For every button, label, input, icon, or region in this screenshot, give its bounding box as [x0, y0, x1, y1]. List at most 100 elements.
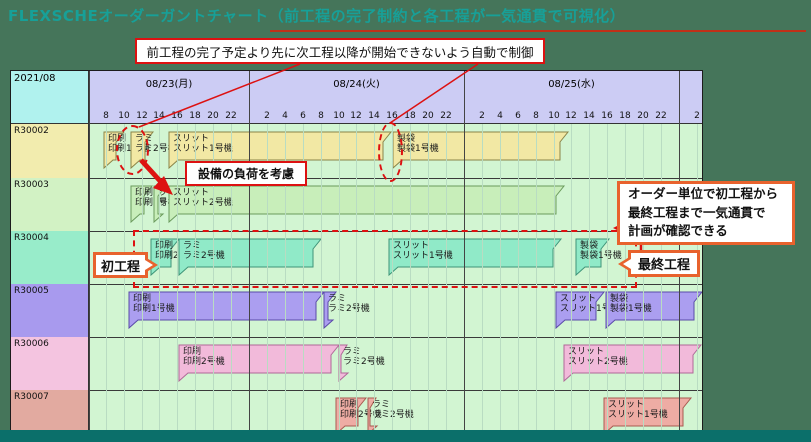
hour-gridline: [159, 124, 160, 430]
tick-label: 12: [350, 111, 362, 121]
row-header-R30004[interactable]: R30004: [11, 231, 89, 284]
label-last-process: 最終工程: [618, 250, 700, 277]
hour-gridline: [589, 124, 590, 430]
tick-label: 8: [318, 111, 324, 121]
tick-label: 14: [368, 111, 380, 121]
operation-bar-R30006-スリット[interactable]: スリットスリット2号機: [563, 344, 702, 383]
hour-gridline: [482, 124, 483, 430]
label-last-process-text: 最終工程: [637, 258, 690, 273]
row-header-R30005[interactable]: R30005: [11, 284, 89, 337]
row-header-R30002[interactable]: R30002: [11, 124, 89, 178]
hour-gridline: [410, 124, 411, 430]
operation-bar-label: スリットスリット1号機: [608, 400, 668, 420]
operation-bar-label: ラミラミ2号機: [343, 347, 385, 367]
tick-label: 4: [282, 111, 288, 121]
operation-bar-label: スリットスリット2号機: [173, 188, 233, 208]
operation-bar-R30007-スリット[interactable]: スリットスリット1号機: [603, 397, 693, 430]
tick-label: 22: [440, 111, 452, 121]
hour-gridline: [446, 124, 447, 430]
hour-gridline: [285, 124, 286, 430]
label-first-process: 初工程: [93, 252, 158, 278]
label-first-process-text: 初工程: [100, 259, 140, 275]
operation-bar-label: スリットスリット1号機: [173, 134, 233, 154]
tick-label: 20: [207, 111, 219, 121]
operation-bar-R30005-製袋[interactable]: 製袋製袋1号機: [605, 291, 702, 330]
day-label-1: 08/24(火): [333, 79, 380, 90]
hour-gridline: [643, 124, 644, 430]
tick-label: 14: [583, 111, 595, 121]
operation-bar-label: 製袋製袋1号機: [397, 134, 439, 154]
tick-label: 12: [565, 111, 577, 121]
hour-gridline: [267, 124, 268, 430]
tick-label: 20: [637, 111, 649, 121]
operation-bar-shape: [555, 291, 606, 330]
hour-gridline: [625, 124, 626, 430]
operation-bar-shape: [130, 185, 154, 224]
operation-bar-R30006-ラミ[interactable]: ラミラミ2号機: [338, 344, 385, 383]
operation-bar-label: 印刷印刷2号機: [155, 241, 197, 261]
hour-gridline: [661, 124, 662, 430]
hour-gridline: [518, 124, 519, 430]
row-header-R30006[interactable]: R30006: [11, 337, 89, 390]
operation-bar-R30003-スリット[interactable]: スリットスリット2号機: [168, 185, 566, 224]
tick-label: 12: [136, 111, 148, 121]
callout-order-span-line1: オーダー単位で初工程から: [628, 185, 779, 201]
day-boundary-line: [249, 71, 250, 430]
operation-bar-R30007-印刷[interactable]: 印刷印刷2号機: [335, 397, 382, 430]
operation-bar-R30002-製袋[interactable]: 製袋製袋1号機: [392, 131, 570, 170]
hour-gridline: [356, 124, 357, 430]
operation-bar-label: スリットスリット2号機: [568, 347, 628, 367]
tick-label: 8: [103, 111, 109, 121]
window-bottom-bar: [0, 430, 811, 442]
operation-bar-shape: [335, 397, 368, 430]
dashed-rect-order-span: [133, 230, 637, 288]
operation-bar-label: 印刷印刷2号機: [183, 347, 225, 367]
tick-label: 16: [601, 111, 613, 121]
hour-gridline: [213, 124, 214, 430]
hour-gridline: [392, 124, 393, 430]
tick-label: 16: [171, 111, 183, 121]
operation-bar-label: 製袋製袋1号機: [610, 294, 652, 314]
callout-order-span-line2: 最終工程まで一気通貫で: [628, 204, 766, 220]
hour-gridline: [374, 124, 375, 430]
operation-bar-label: 印刷印刷2号機: [340, 400, 382, 420]
tick-label: 14: [153, 111, 165, 121]
tick-label: 2: [264, 111, 270, 121]
tick-label: 18: [404, 111, 416, 121]
tick-label: 6: [515, 111, 521, 121]
tick-label: 18: [619, 111, 631, 121]
month-cell: 2021/08: [11, 71, 89, 124]
hour-gridline: [697, 124, 698, 430]
operation-bar-R30005-ラミ[interactable]: ラミラミ2号機: [323, 291, 370, 330]
operation-bar-R30006-印刷[interactable]: 印刷印刷2号機: [178, 344, 341, 383]
operation-bar-label: ラミラミ2号機: [183, 241, 225, 261]
tick-label: 4: [497, 111, 503, 121]
operation-bar-label: ラミラミ2号機: [328, 294, 370, 314]
callout-order-span-line3: 計画が確認できる: [628, 223, 728, 239]
hour-gridline: [500, 124, 501, 430]
tick-label: 10: [548, 111, 560, 121]
hour-gridline: [339, 124, 340, 430]
operation-bar-shape: [323, 291, 338, 330]
row-separator: [11, 390, 702, 391]
hour-gridline: [554, 124, 555, 430]
row-separator: [11, 337, 702, 338]
row-header-R30007[interactable]: R30007: [11, 390, 89, 430]
hour-gridline: [428, 124, 429, 430]
window-title: FLEXSCHEオーダーガントチャート（前工程の完了制約と各工程が一気通貫で可視…: [8, 7, 626, 25]
tick-label: 18: [189, 111, 201, 121]
callout-equipment-load-text: 設備の負荷を考慮: [197, 167, 294, 181]
tick-label: 6: [300, 111, 306, 121]
row-header-R30003[interactable]: R30003: [11, 178, 89, 231]
hour-gridline: [177, 124, 178, 430]
dashed-ellipse-seitai: [378, 122, 403, 182]
hour-gridline: [321, 124, 322, 430]
callout-equipment-load: 設備の負荷を考慮: [185, 161, 307, 186]
hour-gridline: [607, 124, 608, 430]
callout-process-constraint-text: 前工程の完了予定より先に次工程以降が開始できないよう自動で制御: [146, 44, 534, 60]
